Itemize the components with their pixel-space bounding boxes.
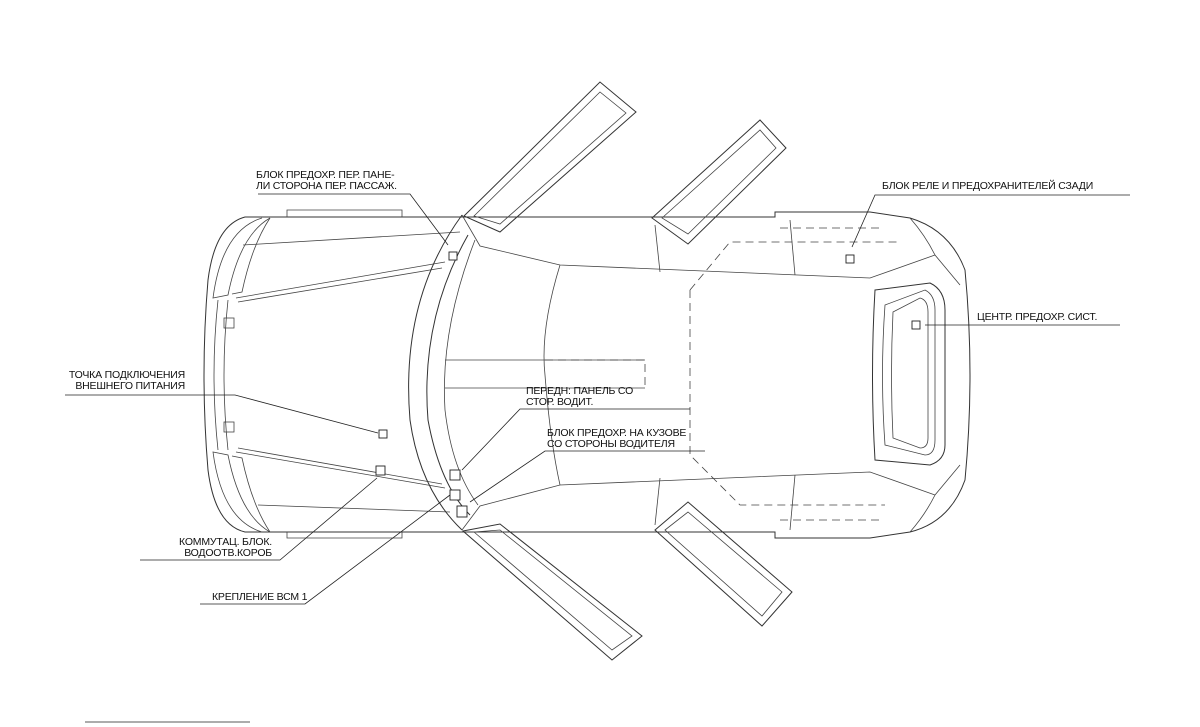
label-line: КОММУТАЦ. БЛОК. [179, 536, 272, 548]
label-line: СТОР. ВОДИТ. [526, 396, 594, 408]
label-line: ПЕРЕДН: ПАНЕЛЬ СО [526, 385, 634, 397]
label-ext-power: ТОЧКА ПОДКЛЮЧЕНИЯ ВНЕШНЕГО ПИТАНИЯ [69, 370, 185, 392]
label-line: ВНЕШНЕГО ПИТАНИЯ [75, 380, 185, 392]
marker-bcm-mount [449, 489, 461, 501]
label-line: ЦЕНТР. ПРЕДОХР. СИСТ. [977, 311, 1098, 323]
label-body-fuse-driver: БЛОК ПРЕДОХР. НА КУЗОВЕ СО СТОРОНЫ ВОДИТ… [547, 428, 686, 450]
marker-front-pass-fuse [448, 251, 458, 261]
marker-front-panel-driver [449, 469, 461, 481]
leader-lines [65, 193, 1130, 723]
label-line: БЛОК РЕЛЕ И ПРЕДОХРАНИТЕЛЕЙ СЗАДИ [882, 180, 1094, 192]
marker-central-fuse [911, 320, 921, 330]
label-line: ТОЧКА ПОДКЛЮЧЕНИЯ [68, 369, 185, 381]
label-line: БЛОК ПРЕДОХР. НА КУЗОВЕ [547, 427, 687, 439]
open-doors [461, 81, 793, 661]
marker-rear-relay-fuse [845, 254, 855, 264]
label-bcm-mount: КРЕПЛЕНИЕ ВСМ 1 [212, 592, 307, 603]
label-line: КРЕПЛЕНИЕ ВСМ 1 [212, 591, 308, 603]
label-line: ВОДООТВ.КОРОБ [184, 547, 272, 559]
label-line: БЛОК ПРЕДОХР. ПЕР. ПАНЕ- [256, 169, 395, 181]
label-front-panel-driver: ПЕРЕДН: ПАНЕЛЬ СО СТОР. ВОДИТ. [526, 386, 633, 408]
label-line: ЛИ СТОРОНА ПЕР. ПАССАЖ. [256, 180, 397, 192]
component-markers [375, 251, 921, 518]
car-body-outline [203, 209, 971, 539]
label-line: СО СТОРОНЫ ВОДИТЕЛЯ [547, 438, 675, 450]
marker-ext-power [378, 429, 388, 439]
label-front-pass-fuse: БЛОК ПРЕДОХР. ПЕР. ПАНЕ- ЛИ СТОРОНА ПЕР.… [256, 170, 397, 192]
label-junction-box: КОММУТАЦ. БЛОК. ВОДООТВ.КОРОБ [179, 537, 272, 559]
marker-body-fuse-driver [456, 505, 468, 518]
label-rear-relay-fuse: БЛОК РЕЛЕ И ПРЕДОХРАНИТЕЛЕЙ СЗАДИ [882, 181, 1093, 192]
marker-junction-box [375, 465, 386, 476]
label-central-fuse: ЦЕНТР. ПРЕДОХР. СИСТ. [977, 312, 1097, 323]
